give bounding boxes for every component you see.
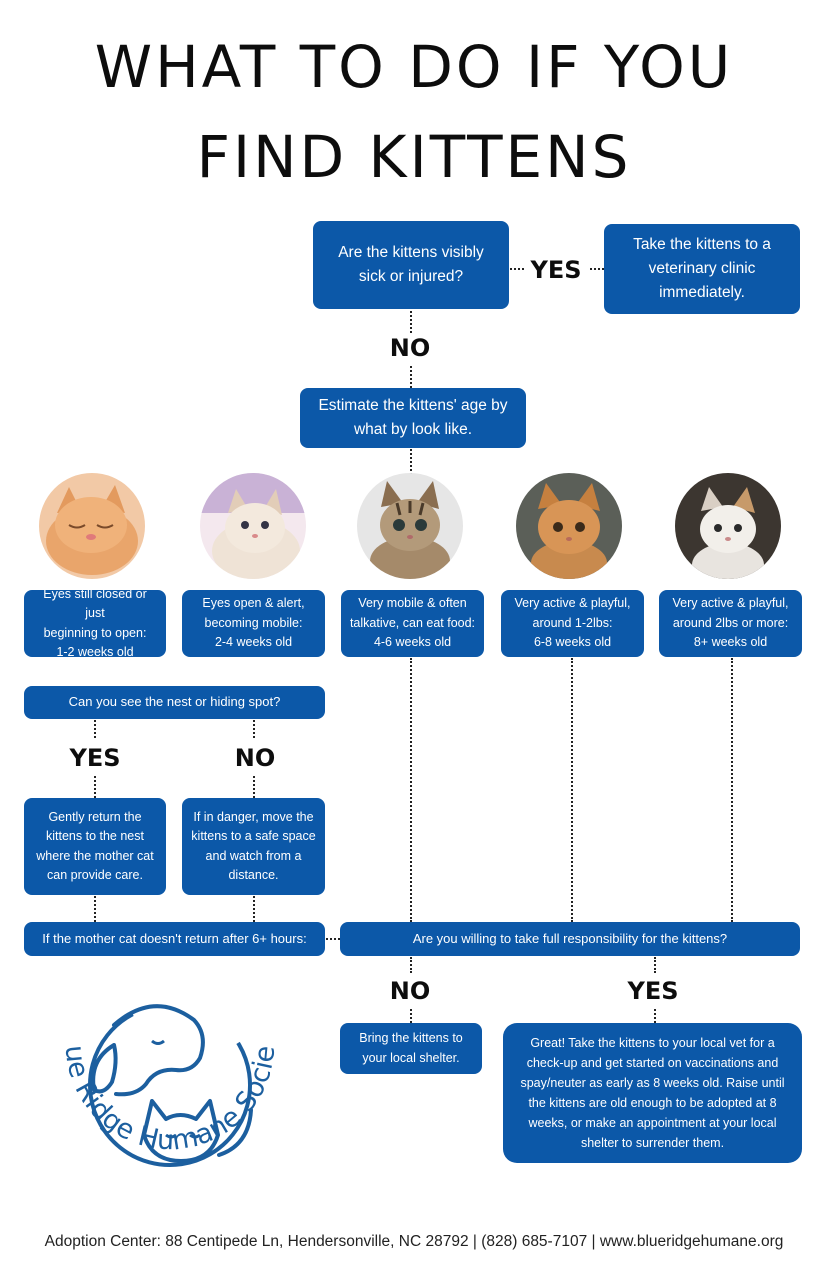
yes-label-nest: YES bbox=[69, 744, 121, 772]
yes-label-sick: YES bbox=[530, 256, 582, 284]
age-box-1-2-weeks: Eyes still closed or just beginning to o… bbox=[24, 587, 166, 659]
orange-kitten-photo bbox=[516, 473, 622, 579]
no-label-responsibility: NO bbox=[389, 977, 431, 1005]
connector-yes-return bbox=[94, 776, 96, 798]
connector-responsibility-yes bbox=[654, 957, 656, 973]
estimate-age-box: Estimate the kittens' age by what by loo… bbox=[300, 388, 526, 448]
page-title-line1: WHAT TO DO IF YOU bbox=[94, 33, 734, 101]
mother-not-return-box: If the mother cat doesn't return after 6… bbox=[24, 922, 325, 956]
vet-clinic-box: Take the kittens to a veterinary clinic … bbox=[604, 224, 800, 314]
connector-return-mother bbox=[94, 896, 96, 922]
tabby-kitten-photo bbox=[357, 473, 463, 579]
sick-question-box: Are the kittens visibly sick or injured? bbox=[313, 221, 509, 309]
shelter-box: Bring the kittens to your local shelter. bbox=[340, 1023, 482, 1074]
white-kitten-photo bbox=[675, 473, 781, 579]
connector-nest-yes bbox=[94, 720, 96, 738]
age-box-4-6-weeks: Very mobile & often talkative, can eat f… bbox=[341, 590, 484, 657]
great-box: Great! Take the kittens to your local ve… bbox=[503, 1023, 802, 1163]
connector-yes-vet bbox=[590, 268, 604, 270]
alert-kitten-photo bbox=[200, 473, 306, 579]
connector-yes-great bbox=[654, 1009, 656, 1023]
connector-responsibility-no bbox=[410, 957, 412, 973]
sleeping-kitten-photo bbox=[39, 473, 145, 579]
connector-sick-no bbox=[410, 311, 412, 333]
no-label-nest: NO bbox=[234, 744, 276, 772]
connector-sick-yes bbox=[510, 268, 524, 270]
page-title-line2: FIND KITTENS bbox=[196, 123, 632, 191]
responsibility-question-box: Are you willing to take full responsibil… bbox=[340, 922, 800, 956]
connector-no-estimate bbox=[410, 366, 412, 388]
connector-6-8-responsibility bbox=[571, 658, 573, 922]
no-label-sick: NO bbox=[389, 334, 431, 362]
connector-8-plus-responsibility bbox=[731, 658, 733, 922]
connector-estimate-photos bbox=[410, 449, 412, 475]
age-box-2-4-weeks: Eyes open & alert, becoming mobile: 2-4 … bbox=[182, 590, 325, 657]
dog-and-cat-logo-icon: Blue Ridge Humane Society bbox=[35, 961, 281, 1167]
footer-contact-info: Adoption Center: 88 Centipede Ln, Hender… bbox=[44, 1233, 784, 1250]
return-nest-box: Gently return the kittens to the nest wh… bbox=[24, 798, 166, 895]
connector-4-6-responsibility bbox=[410, 658, 412, 922]
connector-move-mother bbox=[253, 896, 255, 922]
connector-nest-no bbox=[253, 720, 255, 738]
humane-society-logo: Blue Ridge Humane Society bbox=[35, 961, 294, 1205]
connector-no-shelter bbox=[410, 1009, 412, 1023]
age-box-8-plus-weeks: Very active & playful, around 2lbs or mo… bbox=[659, 590, 802, 657]
nest-question-box: Can you see the nest or hiding spot? bbox=[24, 686, 325, 719]
yes-label-responsibility: YES bbox=[627, 977, 679, 1005]
connector-no-move bbox=[253, 776, 255, 798]
age-box-6-8-weeks: Very active & playful, around 1-2lbs: 6-… bbox=[501, 590, 644, 657]
move-safe-box: If in danger, move the kittens to a safe… bbox=[182, 798, 325, 895]
connector-mother-responsibility bbox=[326, 938, 340, 940]
